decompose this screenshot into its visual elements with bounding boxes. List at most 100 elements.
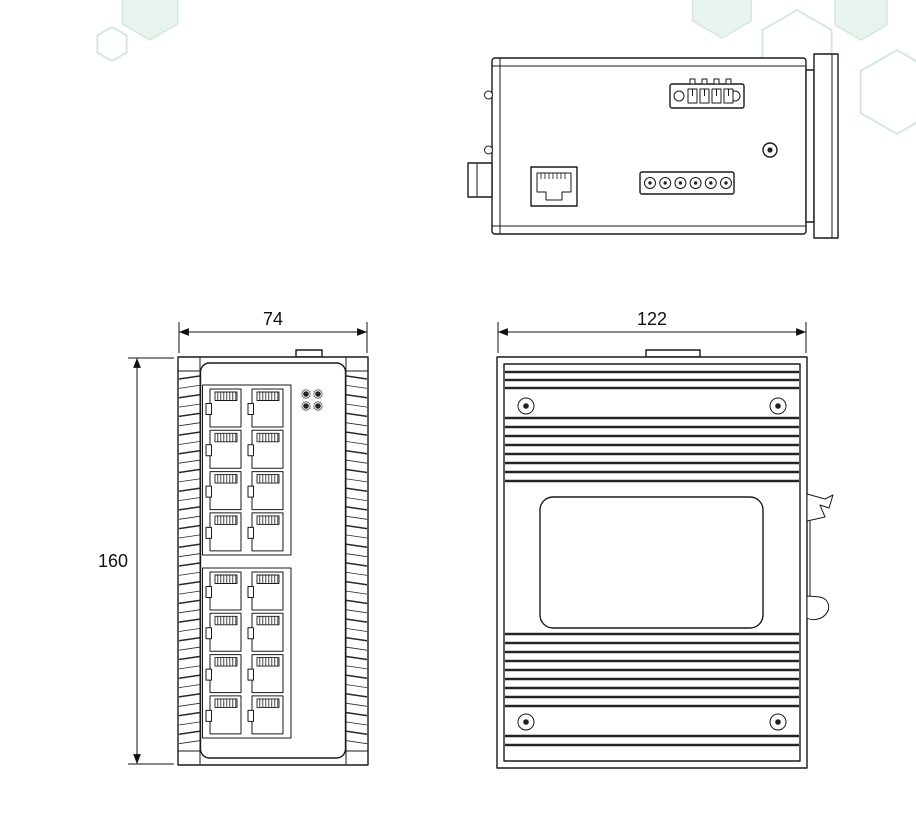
fin-line xyxy=(178,665,200,670)
fin-line xyxy=(178,580,200,586)
hexagon-icon xyxy=(834,0,888,41)
screw-bottom-left xyxy=(517,713,535,731)
fin-line xyxy=(178,599,200,605)
screw-bottom-right xyxy=(769,713,787,731)
fin-line xyxy=(346,431,368,436)
fin-line xyxy=(346,459,368,464)
led-icon xyxy=(315,403,321,409)
fin-line xyxy=(178,478,200,483)
fin-line xyxy=(178,730,200,736)
hexagon-icon xyxy=(859,48,916,136)
fin-line xyxy=(178,684,200,688)
fin-line xyxy=(178,674,200,679)
rj45-port xyxy=(205,388,242,428)
led-ring xyxy=(301,389,311,399)
fin-line xyxy=(178,702,200,707)
fin-line xyxy=(178,375,200,380)
fin-line xyxy=(346,468,368,474)
hexagon-icon xyxy=(691,0,753,39)
fin-line xyxy=(346,385,368,389)
dimension-front-height: 160 xyxy=(98,357,174,765)
fin-line xyxy=(346,646,368,651)
top-mount-tab xyxy=(295,349,323,358)
hexagon-icon xyxy=(121,0,179,41)
fin-line xyxy=(178,655,200,661)
terminal-screw xyxy=(673,90,685,102)
rj45-port xyxy=(247,654,284,694)
led-indicators xyxy=(301,389,323,411)
fin-line xyxy=(346,721,368,726)
fin-line xyxy=(346,450,368,455)
rj45-console-port xyxy=(530,166,578,207)
led-icon xyxy=(303,391,309,397)
fin-line xyxy=(178,637,200,642)
fin-line xyxy=(346,553,368,558)
ground-connector xyxy=(467,162,493,198)
led-icon xyxy=(315,391,321,397)
back-width-label: 122 xyxy=(637,309,667,329)
rj45-port xyxy=(205,512,242,552)
fin-line xyxy=(346,693,368,698)
fin-line xyxy=(346,711,368,717)
fin-line xyxy=(346,534,368,539)
fin-line xyxy=(346,674,368,679)
fin-line xyxy=(346,580,368,586)
fin-line xyxy=(346,506,368,511)
fin-line xyxy=(346,497,368,501)
din-rail-clip xyxy=(806,493,834,621)
fin-line xyxy=(346,599,368,605)
fin-line xyxy=(346,655,368,661)
fin-line xyxy=(178,441,200,445)
terminal-pins xyxy=(692,89,729,96)
back-view xyxy=(496,349,834,769)
led-ring xyxy=(313,389,323,399)
fin-line xyxy=(346,572,368,576)
port-group-bottom-outline xyxy=(202,567,292,739)
fin-line xyxy=(178,618,200,623)
din-mount-plate-edge xyxy=(805,53,839,239)
fin-line xyxy=(178,646,200,651)
rj45-port xyxy=(205,571,242,611)
fin-line xyxy=(178,468,200,474)
terminal-block-6pin xyxy=(639,171,735,195)
fin-line xyxy=(178,506,200,511)
fin-line xyxy=(346,665,368,670)
mount-plate-recess xyxy=(539,496,764,629)
terminal-block-4pin xyxy=(669,78,745,109)
fin-line xyxy=(178,403,200,408)
fin-line xyxy=(346,618,368,623)
fin-line xyxy=(178,572,200,576)
fin-line xyxy=(346,543,368,549)
front-height-label: 160 xyxy=(98,551,128,571)
led-ring xyxy=(313,401,323,411)
rj45-port xyxy=(247,388,284,428)
front-width-label: 74 xyxy=(263,309,283,329)
top-mount-tab xyxy=(645,349,701,358)
fin-line xyxy=(346,478,368,483)
rj45-port xyxy=(247,612,284,652)
fin-line xyxy=(178,497,200,501)
fin-line xyxy=(178,450,200,455)
fin-line xyxy=(178,459,200,464)
fin-line xyxy=(178,693,200,698)
fin-line xyxy=(178,609,200,614)
fin-line xyxy=(178,487,200,492)
rj45-port xyxy=(247,695,284,735)
rj45-port xyxy=(205,471,242,511)
heatsink-fins-left xyxy=(178,375,200,745)
fin-line xyxy=(178,553,200,558)
fin-line xyxy=(178,562,200,567)
fin-line xyxy=(178,515,200,520)
screw-top-right xyxy=(769,397,787,415)
fin-line xyxy=(346,702,368,707)
fin-line xyxy=(346,684,368,688)
fin-line xyxy=(178,385,200,389)
reset-button xyxy=(762,142,778,158)
fin-line xyxy=(346,393,368,399)
rj45-port xyxy=(205,612,242,652)
side-hole xyxy=(484,145,493,155)
rj45-port xyxy=(247,512,284,552)
rj45-port xyxy=(247,429,284,469)
